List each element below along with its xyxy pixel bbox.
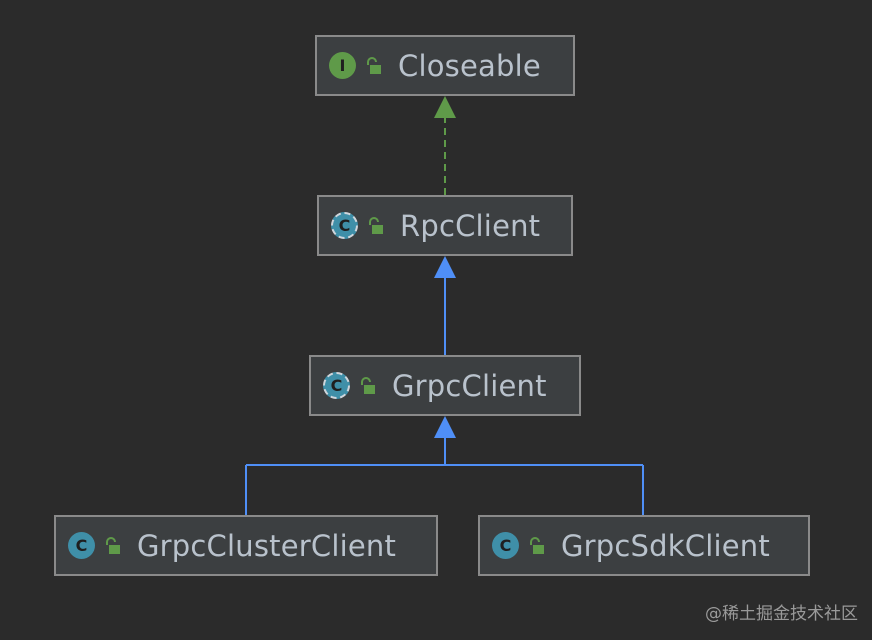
node-label: Closeable bbox=[398, 48, 541, 83]
node-grpc-sdk-client[interactable]: C GrpcSdkClient bbox=[478, 515, 810, 576]
arrowhead-extends-grpcclient bbox=[434, 416, 456, 438]
class-icon: C bbox=[68, 532, 95, 559]
public-lock-icon bbox=[103, 536, 121, 556]
node-closeable[interactable]: I Closeable bbox=[315, 35, 575, 96]
node-label: RpcClient bbox=[400, 208, 541, 243]
node-rpc-client[interactable]: C RpcClient bbox=[317, 195, 573, 256]
public-lock-icon bbox=[358, 376, 376, 396]
interface-icon: I bbox=[329, 52, 356, 79]
node-grpc-cluster-client[interactable]: C GrpcClusterClient bbox=[54, 515, 438, 576]
node-label: GrpcClient bbox=[392, 368, 547, 403]
node-label: GrpcClusterClient bbox=[137, 528, 397, 563]
abstract-class-icon: C bbox=[331, 212, 358, 239]
public-lock-icon bbox=[366, 216, 384, 236]
arrowhead-implements-closeable bbox=[434, 96, 456, 118]
class-icon: C bbox=[492, 532, 519, 559]
arrowhead-extends-rpcclient bbox=[434, 256, 456, 278]
abstract-class-icon: C bbox=[323, 372, 350, 399]
public-lock-icon bbox=[527, 536, 545, 556]
node-grpc-client[interactable]: C GrpcClient bbox=[309, 355, 581, 416]
node-label: GrpcSdkClient bbox=[561, 528, 770, 563]
watermark: @稀土掘金技术社区 bbox=[705, 604, 858, 624]
public-lock-icon bbox=[364, 56, 382, 76]
